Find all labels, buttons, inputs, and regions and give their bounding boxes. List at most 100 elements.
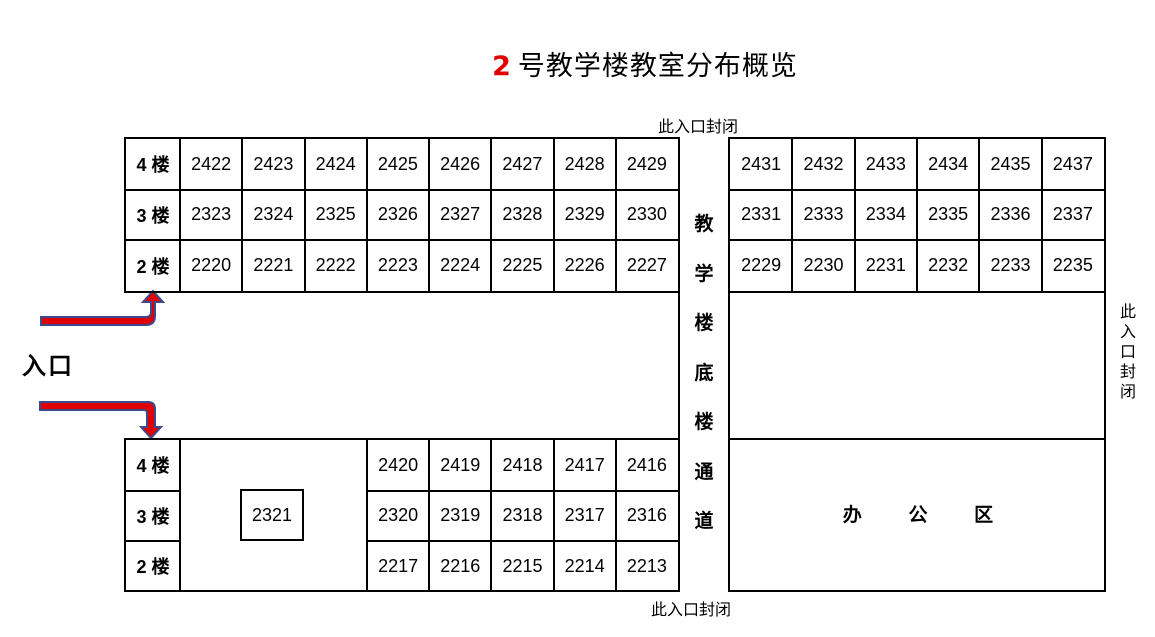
room-cell: 2323 [191,204,232,225]
grid-line [490,139,493,291]
room-cell: 2318 [502,505,543,526]
room-cell: 2214 [564,555,605,576]
room-cell: 2416 [626,454,667,475]
grid-line [490,440,493,590]
room-cell: 2324 [253,204,294,225]
room-cell: 2426 [440,153,481,174]
room-cell: 2418 [502,454,543,475]
grid-line [179,440,181,590]
grid-line [428,440,431,590]
room-cell: 2220 [191,255,232,276]
room-cell: 2231 [865,255,906,276]
room-cell: 2326 [377,204,418,225]
note-right-char: 闭 [1119,382,1136,401]
room-cell: 2428 [564,153,605,174]
room-cell: 2229 [741,255,782,276]
right-block-frame [728,291,1106,592]
room-cell: 2317 [564,505,605,526]
grid-line [365,139,368,291]
room-cell: 2423 [253,153,294,174]
room-cell: 2226 [564,255,605,276]
room-cell: 2419 [440,454,481,475]
room-cell: 2425 [377,153,418,174]
room-cell: 2420 [378,454,419,475]
floor-label: 4 楼 [136,155,170,176]
grid-line [916,139,918,291]
room-cell: 2329 [564,204,605,225]
grid-line [552,440,555,590]
room-cell: 2230 [803,255,844,276]
grid-line [614,139,617,291]
grid-line [126,188,678,191]
room-cell: 2432 [803,153,844,174]
title-text: 号教学楼教室分布概览 [517,51,798,82]
title-number: 2 [492,51,512,82]
room-cell: 2319 [440,505,481,526]
room-cell: 2330 [626,204,667,225]
room-cell-standalone: 2321 [240,489,304,541]
room-cell: 2434 [928,153,969,174]
grid-line [791,139,794,291]
note-right-char: 封 [1119,362,1136,381]
room-cell: 2235 [1052,255,1093,276]
room-cell: 2435 [990,153,1031,174]
ground-floor-corridor [678,139,730,591]
corridor-label-char: 楼 [694,411,714,433]
room-cell: 2232 [928,255,969,276]
grid-line [978,139,981,291]
closed-entrance-note-top: 此入口封闭 [658,117,739,136]
room-cell: 2233 [990,255,1031,276]
note-right-char: 口 [1119,342,1136,361]
grid-line [366,440,368,590]
floor-label: 3 楼 [136,205,170,226]
lower-left-room-grid: 4 楼 2420 2419 2418 2417 2416 3 楼 2320 2319 2318 23… [124,438,680,592]
corridor-label: 教 学 楼 底 楼 通 道 [678,200,730,547]
room-cell: 2424 [315,153,356,174]
room-cell: 2437 [1052,153,1093,174]
grid-line [126,239,678,242]
room-cell: 2213 [626,555,667,576]
grid-line [367,489,678,492]
room-cell: 2327 [440,204,481,225]
grid-line [428,139,430,291]
room-cell: 2328 [502,204,543,225]
closed-entrance-note-right: 此 入 口 封 闭 [1118,302,1138,402]
corridor-label-char: 道 [694,510,714,532]
office-area-label: 办 公 区 [842,504,994,526]
corridor-label-char: 楼 [694,312,714,334]
room-cell: 2336 [990,204,1031,225]
room-cell: 2316 [626,505,667,526]
room-cell: 2331 [741,204,782,225]
corridor-label-char: 学 [694,262,714,285]
note-right-char: 此 [1119,302,1136,321]
room-cell: 2431 [741,153,782,174]
grid-line [126,540,180,543]
grid-line [179,139,181,291]
room-cell: 2429 [626,153,667,174]
entrance-label: 入口 [22,352,74,380]
room-cell: 2223 [377,255,418,276]
room-cell: 2433 [865,153,906,174]
room-cell: 2325 [315,204,356,225]
corridor-label-char: 通 [694,460,714,483]
floor-label: 3 楼 [136,506,170,527]
room-cell: 2224 [440,255,481,276]
floor-label: 4 楼 [136,456,170,476]
floor-label: 2 楼 [136,557,170,578]
closed-entrance-note-bottom: 此入口封闭 [651,600,732,619]
room-cell: 2417 [564,454,605,475]
room-cell: 2320 [378,505,419,526]
room-cell: 2334 [865,204,906,225]
room-cell: 2217 [378,555,419,576]
grid-line [1040,139,1043,291]
corridor-label-char: 教 [694,213,714,235]
corridor-label-char: 底 [694,361,714,384]
room-cell: 2216 [440,555,481,576]
room-cell: 2225 [502,255,543,276]
room-cell: 2335 [928,204,969,225]
grid-line [241,139,244,291]
